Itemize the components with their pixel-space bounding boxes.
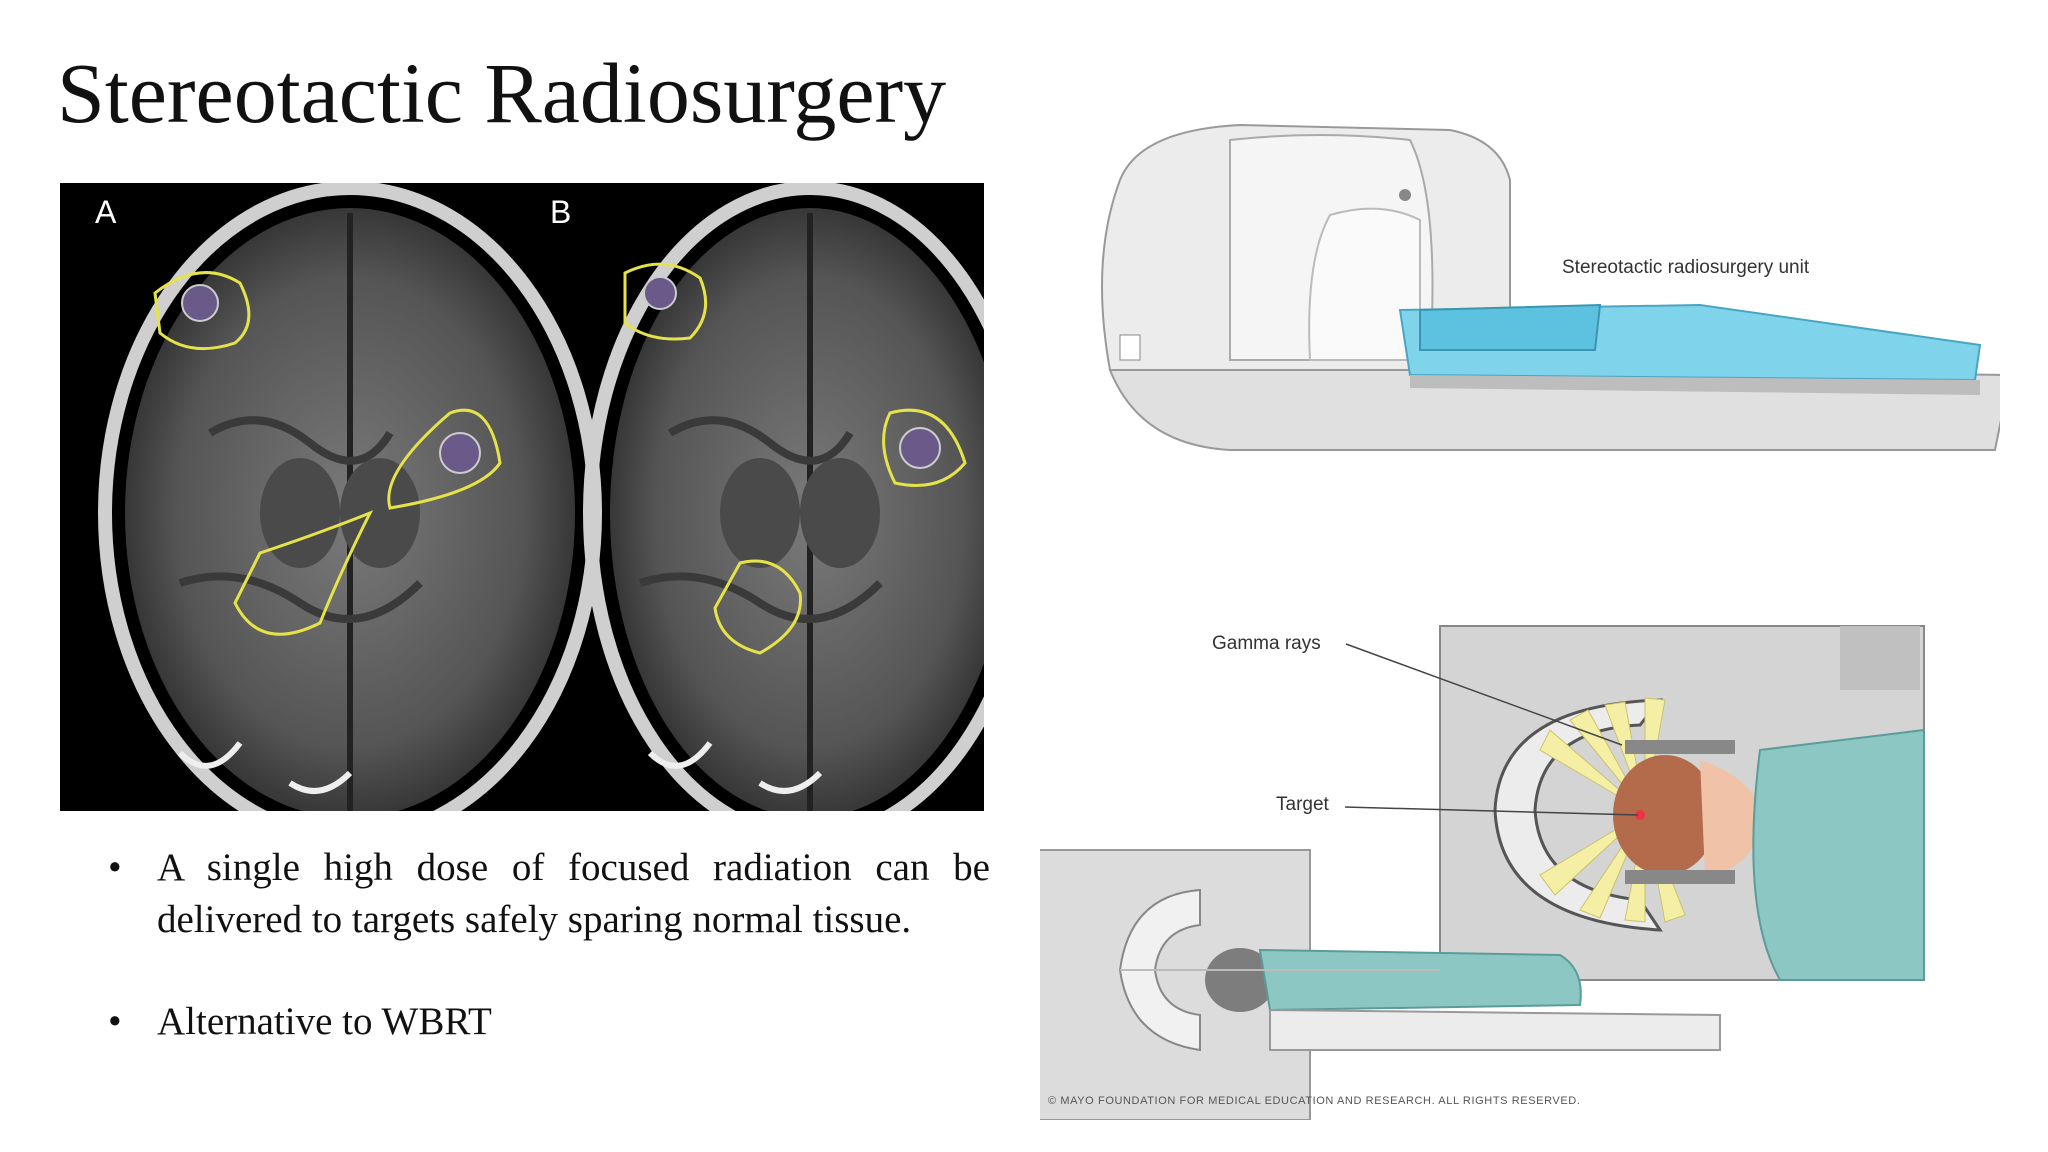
bullet-dot-icon: • [108, 846, 122, 889]
brain-scan-a [98, 183, 602, 811]
gamma-rays-label: Gamma rays [1212, 633, 1321, 654]
slide-title: Stereotactic Radiosurgery [57, 45, 947, 141]
bullet-dot-icon: • [108, 1000, 122, 1043]
brain-scan-b [583, 183, 984, 811]
target-label: Target [1276, 794, 1330, 815]
gamma-targeting-illustration: Gamma rays Target [1040, 625, 1925, 1120]
copyright-notice: © MAYO FOUNDATION FOR MEDICAL EDUCATION … [1048, 1095, 1581, 1107]
radiosurgery-unit-illustration: Stereotactic radiosurgery unit [1101, 123, 2000, 451]
unit-label: Stereotactic radiosurgery unit [1562, 257, 1810, 278]
bullet-text: Alternative to WBRT [157, 1000, 492, 1043]
panel-a-label: A [95, 194, 117, 230]
bullet-item: • Alternative to WBRT [108, 996, 990, 1048]
bullet-item: • A single high dose of focused radiation… [108, 842, 990, 946]
bullet-text: A single high dose of focused radiation … [157, 846, 990, 941]
bullet-list: • A single high dose of focused radiation… [108, 842, 990, 1098]
mri-comparison-image: A B [60, 183, 984, 811]
panel-b-label: B [550, 194, 571, 230]
